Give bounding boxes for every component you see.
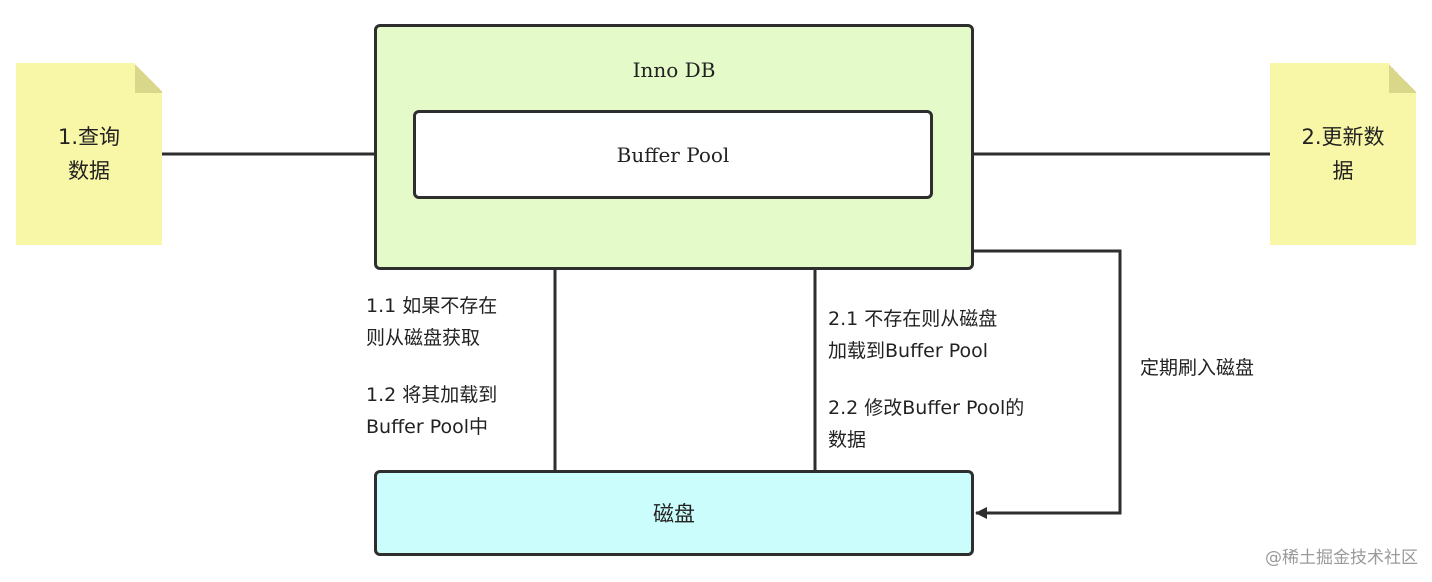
label-step-1-2: 1.2 将其加载到 Buffer Pool中 — [366, 384, 498, 438]
label-step-2-2: 2.2 修改Buffer Pool的 数据 — [828, 397, 1025, 451]
note-fold-icon — [135, 63, 162, 93]
label-step-2-1: 2.1 不存在则从磁盘 加载到Buffer Pool — [828, 308, 998, 362]
watermark: @稀土掘金技术社区 — [1265, 548, 1418, 568]
note-update-label: 2.更新数 据 — [1301, 125, 1385, 183]
buffer-pool-label: Buffer Pool — [616, 142, 730, 167]
note-query-label: 1.查询 数据 — [57, 125, 121, 183]
disk-label: 磁盘 — [653, 502, 695, 526]
label-step-1-1: 1.1 如果不存在 则从磁盘获取 — [366, 295, 498, 349]
disk-box: 磁盘 — [374, 470, 974, 556]
buffer-pool-box: Buffer Pool — [413, 110, 933, 199]
label-flush-to-disk: 定期刷入磁盘 — [1140, 357, 1255, 379]
note-query-data: 1.查询 数据 — [16, 63, 162, 245]
innodb-title: Inno DB — [632, 58, 716, 82]
note-update-data: 2.更新数 据 — [1270, 63, 1416, 245]
note-fold-icon — [1389, 63, 1416, 93]
